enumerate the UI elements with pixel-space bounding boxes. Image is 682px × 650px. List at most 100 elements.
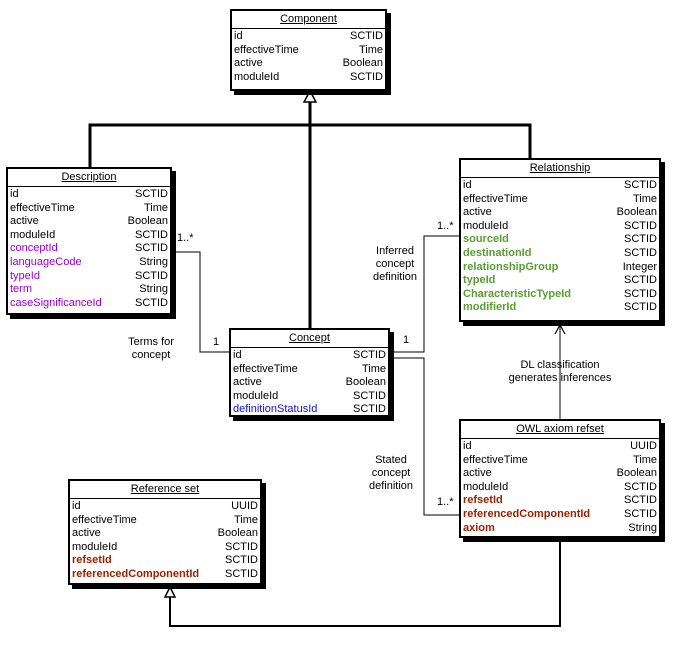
description-class-title: Description — [8, 169, 170, 187]
attribute-name: active — [463, 467, 492, 480]
multiplicity-owl: 1..* — [437, 496, 454, 508]
component-class-title: Component — [232, 11, 385, 29]
attribute-name: refsetId — [463, 494, 503, 507]
attribute-name: caseSignificanceId — [10, 296, 102, 309]
attribute-type: Time — [233, 513, 258, 526]
attribute-type: UUID — [231, 500, 258, 512]
attribute-name: effectiveTime — [463, 453, 528, 466]
attribute-type: SCTID — [624, 507, 657, 520]
terms-for-concept-label: Terms for concept — [118, 336, 184, 362]
inferred-line2: concept — [375, 258, 415, 270]
attribute-type: SCTID — [135, 228, 168, 241]
stated-line2: concept — [371, 467, 411, 479]
attribute-row: effectiveTime Time — [72, 514, 258, 528]
attribute-type: String — [628, 521, 657, 534]
generalization-arrowhead-refset — [163, 585, 177, 598]
attribute-row: id SCTID — [10, 188, 168, 202]
attribute-type: SCTID — [624, 480, 657, 493]
inferred-line1: Inferred — [376, 245, 414, 257]
attribute-name: active — [234, 57, 263, 70]
terms-for-concept-line2: concept — [131, 349, 171, 361]
attribute-type: SCTID — [624, 179, 657, 191]
attribute-type: SCTID — [353, 403, 386, 416]
attribute-type: Time — [632, 192, 657, 205]
attribute-type: SCTID — [624, 233, 657, 246]
attribute-type: SCTID — [624, 246, 657, 259]
attribute-type: SCTID — [225, 540, 258, 553]
attribute-name: id — [233, 349, 242, 361]
attribute-name: effectiveTime — [10, 201, 75, 214]
attribute-type: Time — [632, 453, 657, 466]
refset-class-title: Reference set — [70, 481, 260, 499]
concept-class-title: Concept — [231, 330, 388, 348]
multiplicity-description-concept: 1 — [213, 336, 220, 348]
attribute-name: definitionStatusId — [233, 403, 318, 416]
terms-for-concept-line1: Terms for — [128, 336, 174, 348]
attribute-type: Time — [361, 362, 386, 375]
attribute-type: Boolean — [217, 527, 258, 540]
attribute-type: SCTID — [350, 30, 383, 42]
attribute-name: active — [10, 215, 39, 228]
attribute-type: Boolean — [127, 215, 168, 228]
attribute-name: effectiveTime — [234, 43, 299, 56]
dl-line2: generates inferences — [508, 372, 612, 384]
attribute-type: Boolean — [342, 57, 383, 70]
attribute-name: sourceId — [463, 233, 509, 246]
attribute-name: id — [10, 188, 19, 200]
attribute-name: modifierId — [463, 301, 517, 314]
open-arrowhead-relationship — [554, 323, 566, 335]
attribute-type: Boolean — [345, 376, 386, 389]
attribute-name: effectiveTime — [72, 513, 137, 526]
attribute-name: moduleId — [10, 228, 56, 241]
attribute-type: SCTID — [350, 70, 383, 83]
attribute-name: id — [234, 30, 243, 42]
dl-line1: DL classification — [520, 359, 600, 371]
assoc-concept-owl — [391, 357, 460, 516]
attribute-type: SCTID — [624, 494, 657, 507]
attribute-row: moduleId SCTID — [463, 481, 657, 495]
attribute-name: moduleId — [463, 219, 509, 232]
stated-definition-label: Stated concept definition — [360, 454, 422, 493]
attribute-name: id — [72, 500, 81, 512]
attribute-type: Boolean — [616, 206, 657, 219]
multiplicity-relationship: 1..* — [437, 220, 454, 232]
attribute-type: SCTID — [624, 287, 657, 300]
attribute-type: String — [139, 283, 168, 296]
attribute-type: SCTID — [353, 389, 386, 402]
attribute-name: moduleId — [463, 480, 509, 493]
multiplicity-description: 1..* — [177, 232, 194, 244]
attribute-name: axiom — [463, 521, 495, 534]
attribute-row: effectiveTime Time — [463, 454, 657, 468]
inferred-line3: definition — [372, 271, 418, 283]
dl-classification-label: DL classification generates inferences — [500, 359, 620, 385]
attribute-type: SCTID — [135, 188, 168, 200]
attribute-type: SCTID — [135, 242, 168, 255]
attribute-row: id UUID — [72, 500, 258, 514]
